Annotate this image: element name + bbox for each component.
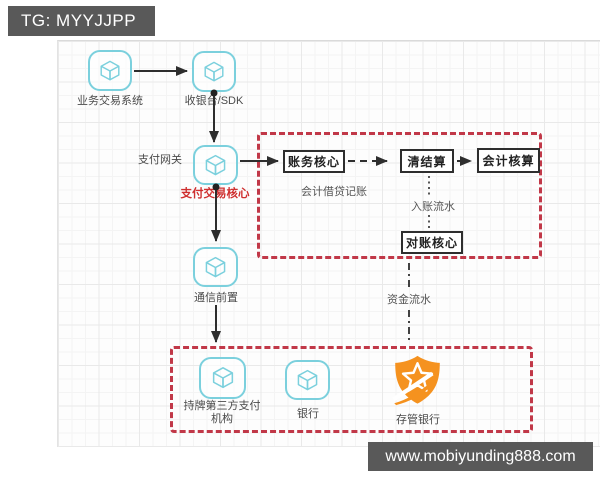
comm-front-label: 通信前置 xyxy=(194,292,238,304)
recon-core-box: 对账核心 xyxy=(401,231,463,254)
cube-icon xyxy=(198,56,230,88)
custodian-group-box xyxy=(170,346,533,433)
custodian-bank-node xyxy=(391,354,444,406)
fund-flow-label: 资金流水 xyxy=(387,294,431,306)
bank-node xyxy=(285,360,330,400)
cube-icon xyxy=(199,149,232,182)
licensed-third-party-label: 持牌第三方支付机构 xyxy=(183,400,261,425)
cube-icon xyxy=(94,55,126,87)
business-system-node xyxy=(88,50,132,91)
custodian-bank-label: 存管银行 xyxy=(396,414,440,426)
clearing-settlement-box: 清结算 xyxy=(400,149,454,173)
watermark-url-text: www.mobiyunding888.com xyxy=(385,447,576,465)
payment-gateway-label: 支付网关 xyxy=(138,154,182,166)
cube-icon xyxy=(291,364,324,397)
cube-icon xyxy=(199,251,232,284)
tg-banner: TG: MYYJJPP xyxy=(8,6,155,36)
shield-star-icon xyxy=(391,355,444,410)
comm-front-node xyxy=(193,247,238,287)
payment-core-label: 支付交易核心 xyxy=(180,188,250,200)
watermark-banner: www.mobiyunding888.com xyxy=(368,442,593,471)
cashier-sdk-label: 收银台/SDK xyxy=(184,95,244,107)
entry-flow-label: 入账流水 xyxy=(411,201,455,213)
business-system-label: 业务交易系统 xyxy=(77,95,143,107)
cashier-sdk-node xyxy=(192,51,236,92)
bank-label: 银行 xyxy=(297,408,319,420)
tg-handle-text: TG: MYYJJPP xyxy=(21,11,137,30)
bookkeeping-note: 会计借贷记账 xyxy=(301,186,367,198)
licensed-third-party-node xyxy=(199,357,246,399)
ledger-group-box xyxy=(257,132,542,259)
payment-core-node xyxy=(193,145,238,185)
diagram-canvas xyxy=(57,40,600,447)
accounting-box: 会计核算 xyxy=(477,148,540,173)
account-core-box: 账务核心 xyxy=(283,150,345,173)
cube-icon xyxy=(206,361,240,395)
